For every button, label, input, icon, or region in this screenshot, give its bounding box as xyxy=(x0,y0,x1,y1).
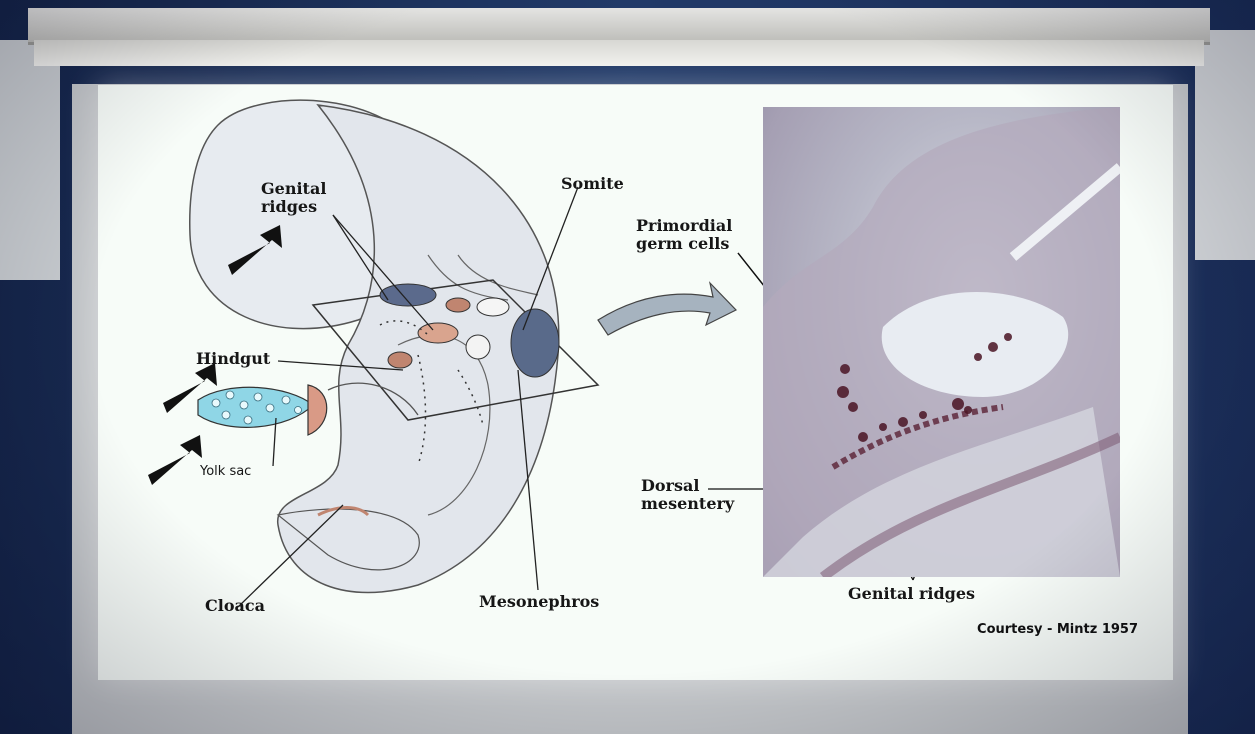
label-somite: Somite xyxy=(561,175,624,193)
projector-screen-lip xyxy=(34,40,1204,66)
histology-micrograph xyxy=(763,107,1120,577)
label-genital-ridges-right: Genital ridges xyxy=(848,585,975,603)
wall-right-panel xyxy=(1195,30,1255,260)
curved-arrow-icon xyxy=(598,283,736,335)
slide: Genital ridges Somite Primordial germ ce… xyxy=(98,85,1173,680)
somite-shape xyxy=(511,309,559,377)
label-genital-ridges: Genital ridges xyxy=(261,180,326,216)
label-mesonephros: Mesonephros xyxy=(479,593,599,611)
cloaca-shape xyxy=(308,385,327,435)
label-cloaca: Cloaca xyxy=(205,597,265,615)
label-dorsal-mesentery: Dorsal mesentery xyxy=(641,477,734,513)
label-primordial-germ-cells: Primordial germ cells xyxy=(636,217,732,253)
wall-left-panel xyxy=(0,40,60,280)
slide-credit: Courtesy - Mintz 1957 xyxy=(977,622,1138,637)
label-yolk-sac: Yolk sac xyxy=(200,463,251,481)
label-hindgut: Hindgut xyxy=(196,350,270,368)
